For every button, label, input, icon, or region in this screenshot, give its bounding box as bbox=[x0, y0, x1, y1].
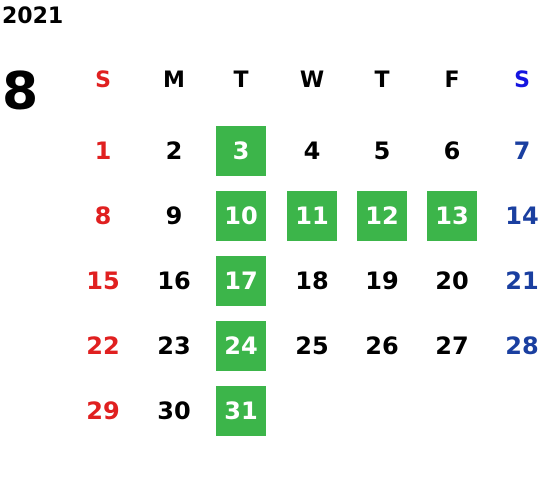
day-cell[interactable]: 27 bbox=[435, 332, 469, 360]
day-cell[interactable]: 28 bbox=[505, 332, 539, 360]
day-cell[interactable]: 8 bbox=[94, 202, 112, 230]
weekday-header-3: W bbox=[299, 68, 325, 93]
weekday-header-4: T bbox=[374, 68, 390, 93]
weekday-header-5: F bbox=[444, 68, 460, 93]
day-cell[interactable]: 21 bbox=[505, 267, 539, 295]
weekday-header-6: S bbox=[514, 68, 530, 93]
day-cell[interactable]: 23 bbox=[157, 332, 191, 360]
day-cell-highlighted[interactable]: 17 bbox=[216, 256, 266, 306]
day-cell-highlighted[interactable]: 10 bbox=[216, 191, 266, 241]
day-cell[interactable]: 9 bbox=[165, 202, 183, 230]
day-cell[interactable]: 25 bbox=[295, 332, 329, 360]
day-cell-highlighted[interactable]: 3 bbox=[216, 126, 266, 176]
day-cell-highlighted[interactable]: 13 bbox=[427, 191, 477, 241]
day-cell[interactable]: 1 bbox=[94, 137, 112, 165]
month-label: 8 bbox=[2, 62, 39, 122]
day-cell[interactable]: 6 bbox=[443, 137, 461, 165]
day-cell-highlighted[interactable]: 31 bbox=[216, 386, 266, 436]
day-cell[interactable]: 15 bbox=[86, 267, 120, 295]
day-cell[interactable]: 2 bbox=[165, 137, 183, 165]
day-cell-highlighted[interactable]: 11 bbox=[287, 191, 337, 241]
day-cell[interactable]: 29 bbox=[86, 397, 120, 425]
day-cell[interactable]: 20 bbox=[435, 267, 469, 295]
day-cell[interactable]: 30 bbox=[157, 397, 191, 425]
day-cell[interactable]: 5 bbox=[373, 137, 391, 165]
weekday-header-2: T bbox=[233, 68, 249, 93]
year-label: 2021 bbox=[2, 4, 64, 29]
day-cell-highlighted[interactable]: 24 bbox=[216, 321, 266, 371]
day-cell[interactable]: 18 bbox=[295, 267, 329, 295]
day-cell[interactable]: 22 bbox=[86, 332, 120, 360]
day-cell[interactable]: 14 bbox=[505, 202, 539, 230]
day-cell[interactable]: 7 bbox=[513, 137, 531, 165]
day-cell-highlighted[interactable]: 12 bbox=[357, 191, 407, 241]
day-cell[interactable]: 26 bbox=[365, 332, 399, 360]
weekday-header-0: S bbox=[95, 68, 111, 93]
weekday-header-1: M bbox=[163, 68, 185, 93]
day-cell[interactable]: 16 bbox=[157, 267, 191, 295]
day-cell[interactable]: 19 bbox=[365, 267, 399, 295]
day-cell[interactable]: 4 bbox=[303, 137, 321, 165]
